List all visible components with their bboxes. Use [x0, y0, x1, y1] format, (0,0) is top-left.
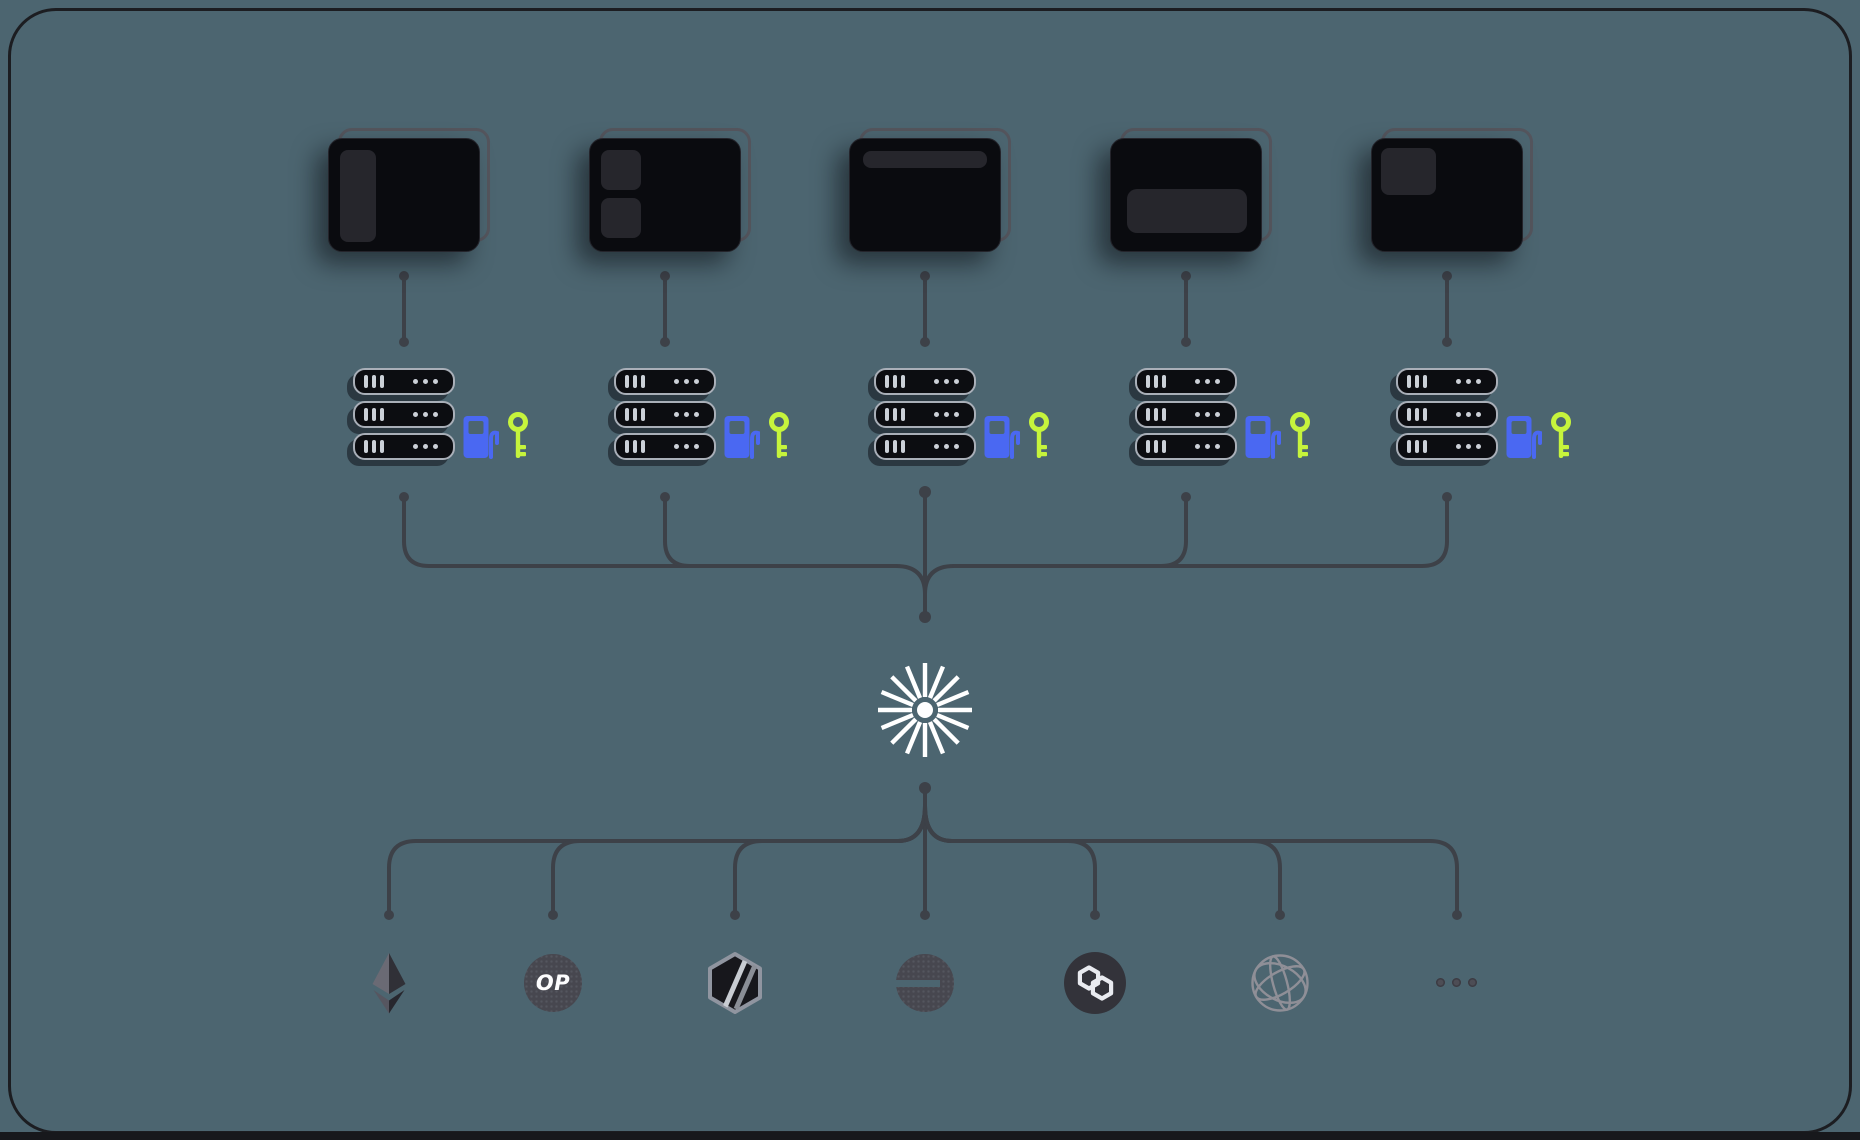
- node-stack-4: [1135, 368, 1237, 466]
- server-unit: [1135, 400, 1237, 428]
- gas-pump-icon: [463, 416, 499, 459]
- app-window-2: [589, 128, 751, 252]
- node-stack-3: [874, 368, 976, 466]
- app-window-1: [328, 128, 490, 252]
- server-unit: [353, 368, 455, 395]
- sidebar-panel: [340, 150, 376, 242]
- window-nav-blocks-icon: [589, 138, 741, 252]
- drive-slots: [1407, 440, 1427, 453]
- status-leds: [1195, 379, 1220, 384]
- status-leds: [1195, 444, 1220, 449]
- app-window-4: [1110, 128, 1272, 252]
- server-unit: [353, 433, 455, 460]
- polygon-logo: [1064, 952, 1126, 1014]
- app-to-node-links: [399, 271, 1452, 347]
- ethereum-logo: [372, 953, 406, 1014]
- content-card: [1127, 189, 1247, 233]
- nav-block: [601, 198, 641, 238]
- status-leds: [413, 444, 438, 449]
- server-unit: [614, 368, 716, 395]
- drive-slots: [364, 375, 384, 388]
- arbitrum-logo: [708, 952, 762, 1014]
- panel-block: [1381, 148, 1436, 195]
- server-unit: [874, 433, 976, 460]
- status-leds: [1456, 411, 1481, 417]
- status-leds: [1456, 444, 1481, 449]
- app-window-3: [849, 128, 1011, 252]
- server-unit: [874, 400, 976, 428]
- drive-slots: [364, 407, 384, 421]
- node-stack-1: [353, 368, 455, 466]
- base-slot: [895, 979, 940, 987]
- drive-slots: [1146, 440, 1166, 453]
- drive-slots: [625, 375, 645, 388]
- status-leds: [934, 444, 959, 449]
- bottom-bar: [0, 1132, 1860, 1140]
- optimism-label: OP: [535, 971, 571, 995]
- drive-slots: [625, 440, 645, 453]
- ellipsis-icon: [1436, 978, 1477, 987]
- key-icon: [769, 412, 789, 458]
- server-unit: [1135, 368, 1237, 395]
- window-panel-icon: [1371, 138, 1523, 252]
- server-unit: [1396, 368, 1498, 395]
- ellipsis-dot: [1468, 978, 1477, 987]
- drive-slots: [364, 440, 384, 453]
- globe-wireframe-icon: [1251, 954, 1309, 1012]
- nav-block: [601, 150, 641, 190]
- server-unit: [1135, 433, 1237, 460]
- ellipsis-dot: [1436, 978, 1445, 987]
- drive-slots: [885, 440, 905, 453]
- status-leds: [413, 379, 438, 384]
- status-leds: [934, 379, 959, 384]
- drive-slots: [885, 375, 905, 388]
- key-icon: [1290, 412, 1310, 458]
- status-leds: [674, 411, 699, 417]
- drive-slots: [1146, 407, 1166, 421]
- status-leds: [413, 411, 438, 417]
- gas-pump-icon: [984, 416, 1020, 459]
- key-icon: [508, 412, 528, 458]
- server-unit: [614, 433, 716, 460]
- optimism-logo: OP: [524, 954, 582, 1012]
- key-icon: [1551, 412, 1571, 458]
- status-leds: [1195, 411, 1220, 417]
- server-unit: [614, 400, 716, 428]
- gas-pump-icon: [1506, 416, 1542, 459]
- node-stack-5: [1396, 368, 1498, 466]
- app-window-5: [1371, 128, 1533, 252]
- server-unit: [874, 368, 976, 395]
- status-leds: [674, 379, 699, 384]
- server-unit: [1396, 400, 1498, 428]
- ellipsis-dot: [1452, 978, 1461, 987]
- drive-slots: [1146, 375, 1166, 388]
- drive-slots: [625, 407, 645, 421]
- server-unit: [1396, 433, 1498, 460]
- base-logo: [895, 954, 954, 1012]
- top-bar: [863, 151, 987, 168]
- spark-icon: [878, 663, 972, 757]
- gas-pump-icon: [724, 416, 760, 459]
- drive-slots: [1407, 407, 1427, 421]
- window-topbar-icon: [849, 138, 1001, 252]
- gas-pump-icon: [1245, 416, 1281, 459]
- status-leds: [1456, 379, 1481, 384]
- server-unit: [353, 400, 455, 428]
- window-content-card-icon: [1110, 138, 1262, 252]
- status-leds: [674, 444, 699, 449]
- key-icon: [1029, 412, 1049, 458]
- nodes-to-hub-links: [399, 486, 1452, 623]
- status-leds: [934, 411, 959, 417]
- node-stack-2: [614, 368, 716, 466]
- hub-to-chain-links: [384, 782, 1462, 920]
- window-sidebar-icon: [328, 138, 480, 252]
- drive-slots: [885, 407, 905, 421]
- drive-slots: [1407, 375, 1427, 388]
